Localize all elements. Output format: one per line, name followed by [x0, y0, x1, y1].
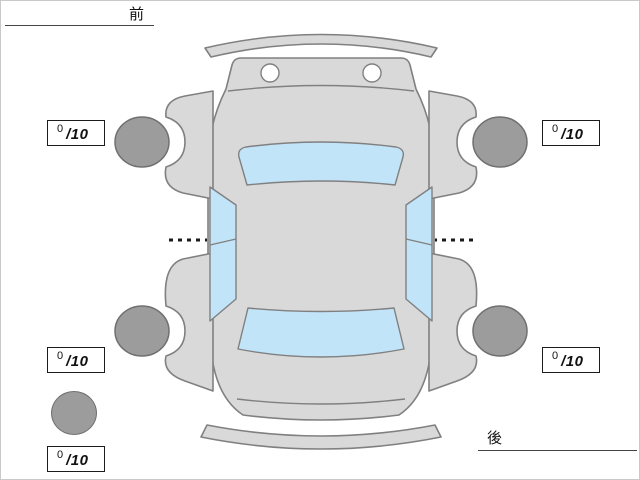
front-detail-circle-left [260, 63, 280, 83]
trunk-line [236, 398, 406, 405]
tire-front-left [114, 116, 170, 168]
fender-front-left [164, 90, 214, 200]
tire-rear-left [114, 305, 170, 357]
pillar-line-left [209, 238, 237, 246]
rear-label-underline [478, 450, 637, 451]
tire-rear-right [472, 305, 528, 357]
score-max: /10 [66, 452, 89, 469]
score-value: 0 [552, 350, 559, 362]
score-value: 0 [57, 123, 64, 135]
car-body [207, 57, 435, 421]
front-detail-circle-right [362, 63, 382, 83]
score-value: 0 [57, 449, 64, 461]
score-spare: 0 /10 [47, 446, 105, 472]
score-value: 0 [57, 350, 64, 362]
score-value: 0 [552, 123, 559, 135]
front-spoiler [204, 33, 438, 58]
front-label-underline [5, 25, 154, 26]
score-max: /10 [561, 126, 584, 143]
fender-rear-left [164, 252, 214, 392]
windshield-glass [237, 141, 405, 186]
score-front-right: 0 /10 [542, 120, 600, 146]
rear-label: 後 [487, 430, 503, 447]
score-rear-left: 0 /10 [47, 347, 105, 373]
score-max: /10 [66, 126, 89, 143]
spare-tire-circle [51, 391, 97, 435]
score-max: /10 [561, 353, 584, 370]
rear-window-glass [237, 307, 405, 358]
tire-front-right [472, 116, 528, 168]
front-label: 前 [129, 6, 145, 23]
side-window-left [209, 186, 237, 322]
score-max: /10 [66, 353, 89, 370]
rear-bumper [200, 424, 442, 450]
cowl-line [227, 84, 415, 92]
score-front-left: 0 /10 [47, 120, 105, 146]
left-side-parts [164, 90, 237, 392]
score-rear-right: 0 /10 [542, 347, 600, 373]
